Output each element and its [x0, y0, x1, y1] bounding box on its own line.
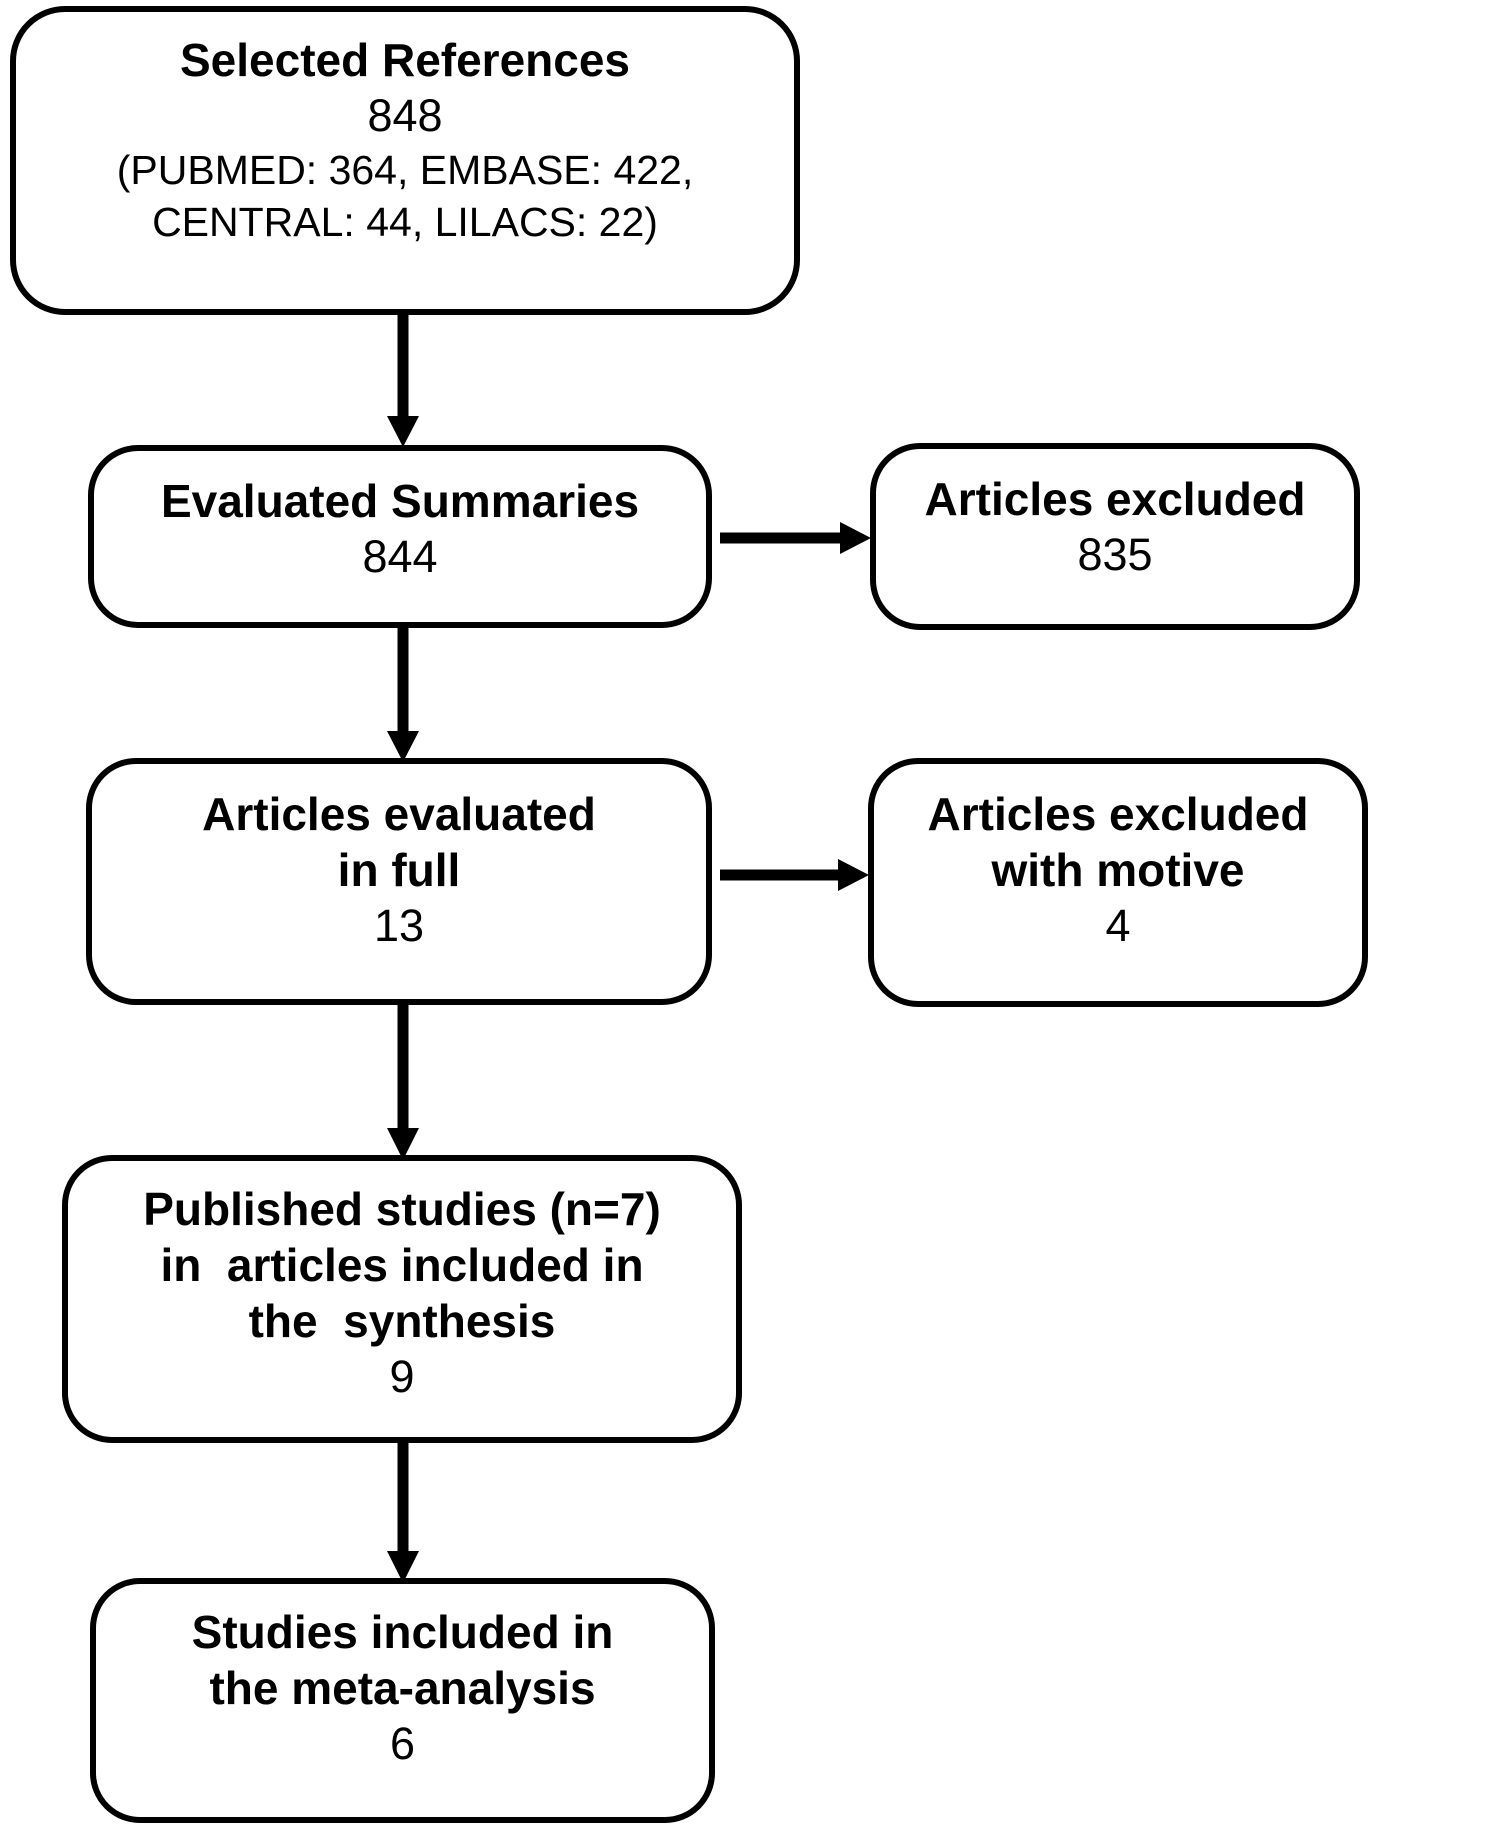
node-articles-excluded: Articles excluded 835: [870, 443, 1360, 630]
node-selected-references: Selected References 848 (PUBMED: 364, EM…: [10, 6, 800, 315]
node-count: 13: [373, 900, 425, 951]
arrow-summaries-to-fulltext: [387, 624, 419, 762]
node-articles-excluded-with-motive: Articles excluded with motive 4: [868, 758, 1368, 1007]
arrow-fulltext-to-synthesis: [387, 1001, 419, 1160]
node-count: 848: [367, 90, 443, 141]
node-count: 835: [1077, 529, 1153, 580]
node-title: Studies included in the meta-analysis: [191, 1606, 614, 1714]
node-count: 4: [1105, 900, 1131, 951]
node-evaluated-summaries: Evaluated Summaries 844: [88, 445, 712, 628]
arrow-summaries-to-excluded: [720, 522, 871, 554]
node-count: 844: [362, 531, 438, 582]
node-articles-evaluated-in-full: Articles evaluated in full 13: [86, 758, 712, 1005]
node-published-studies-in-synthesis: Published studies (n=7) in articles incl…: [62, 1155, 742, 1443]
node-title: Published studies (n=7) in articles incl…: [143, 1183, 661, 1347]
arrow-fulltext-to-excluded-motive: [720, 859, 869, 891]
arrow-synthesis-to-meta-analysis: [387, 1439, 419, 1583]
node-title: Articles excluded with motive: [927, 788, 1309, 896]
node-detail: (PUBMED: 364, EMBASE: 422, CENTRAL: 44, …: [116, 147, 694, 245]
node-count: 9: [389, 1351, 415, 1402]
node-count: 6: [389, 1718, 416, 1769]
node-title: Selected References: [179, 34, 631, 86]
node-studies-included-meta-analysis: Studies included in the meta-analysis 6: [90, 1578, 715, 1823]
arrow-selected-to-summaries: [387, 310, 419, 447]
node-title: Articles evaluated in full: [202, 788, 596, 896]
node-title: Articles excluded: [924, 473, 1306, 525]
node-title: Evaluated Summaries: [160, 475, 640, 527]
